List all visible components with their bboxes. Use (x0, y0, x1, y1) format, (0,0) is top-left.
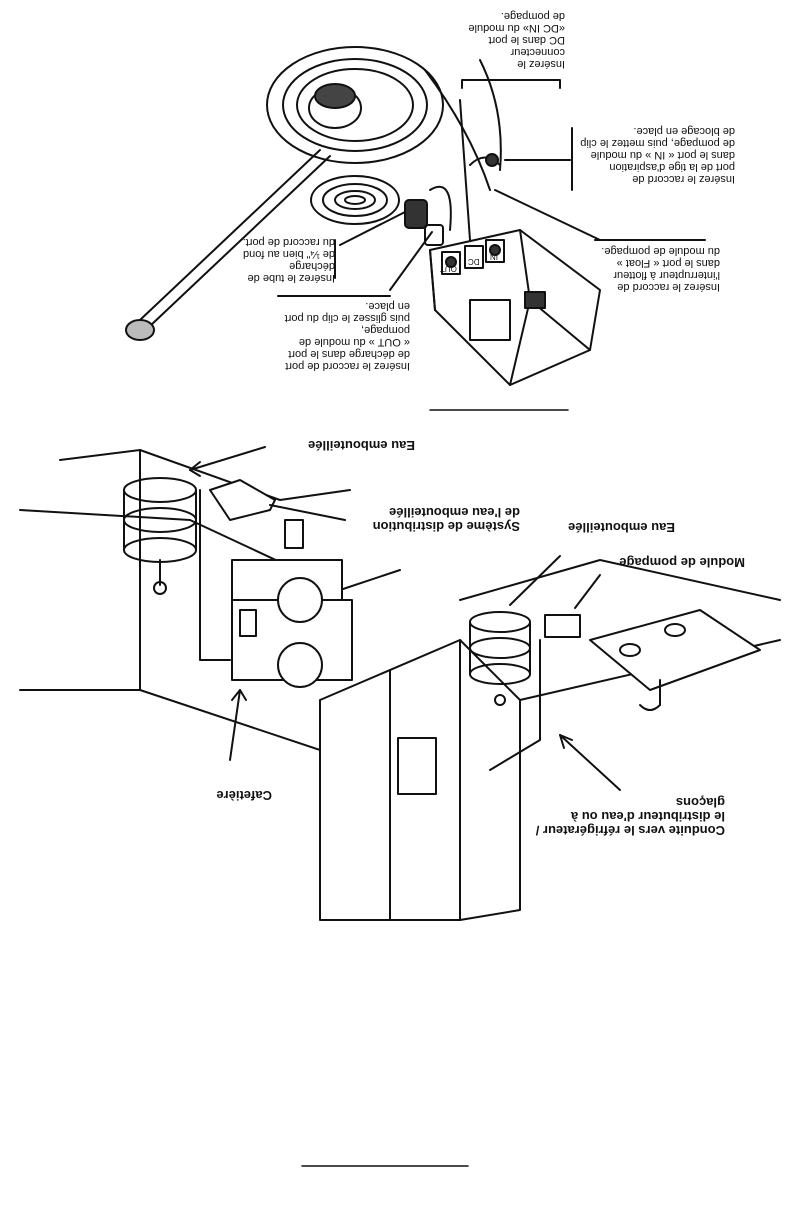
arrow-water-1 (189, 446, 266, 471)
water-bottle-1 (123, 477, 197, 595)
hose (424, 69, 491, 191)
label-intake-port: Insérez le raccord de port de la tige d'… (580, 125, 735, 185)
discharge-fitting (404, 199, 428, 229)
arrow-fridge-line (559, 734, 621, 791)
coffee-maker (231, 559, 353, 688)
label-dispensing-system: Système de distribution de l'eau emboute… (372, 505, 520, 534)
leader-line-port (389, 231, 433, 291)
label-pump-module: Module de pompage (619, 555, 745, 570)
leader-line-tube (339, 211, 406, 246)
dc-cable (429, 185, 452, 231)
label-bottled-water-1: Eau embouteillée (308, 438, 415, 453)
pump-module-body (429, 229, 601, 386)
water-bottle-2 (469, 611, 531, 706)
pump-module-diagram (125, 46, 706, 386)
installation-diagram (19, 446, 781, 921)
label-bottled-water-2: Eau embouteillée (568, 520, 675, 535)
leader-line-float (494, 189, 601, 241)
bracket-dc (461, 79, 561, 89)
sink (589, 609, 761, 711)
arrow-dispensing (269, 504, 346, 521)
label-discharge-port: Insérez le raccord de port de décharge d… (284, 300, 410, 372)
label-dc-in: Insérez le connecteur DC dans le port «D… (468, 10, 565, 70)
port-in-label: IN (490, 252, 498, 261)
label-coffee-maker: Cafetière (216, 788, 272, 803)
intake-rod (139, 149, 321, 321)
arrow-water-2 (509, 555, 561, 606)
arrow-coffee (229, 689, 241, 761)
port-dc-label: DC (468, 257, 480, 266)
coiled-hose (266, 46, 444, 164)
label-float-port: Insérez le raccord de l'interrupteur à f… (601, 245, 720, 293)
cabinet-left (19, 509, 401, 591)
port-out-label: OUT (440, 264, 457, 273)
dispensing-system (209, 479, 304, 549)
refrigerator (319, 639, 521, 921)
pump-module-small (544, 614, 581, 638)
label-discharge-tube: Insérez le tube de décharge de ¼" bien a… (242, 236, 335, 284)
counter-right (459, 559, 781, 601)
hose (479, 59, 502, 171)
label-fridge-line: Conduite vers le réfrigérateur / le dist… (535, 795, 725, 838)
arrow-pump (574, 574, 601, 609)
leader-line-dc (459, 99, 471, 241)
rod-end-fitting (125, 319, 155, 341)
discharge-coil (310, 175, 400, 225)
